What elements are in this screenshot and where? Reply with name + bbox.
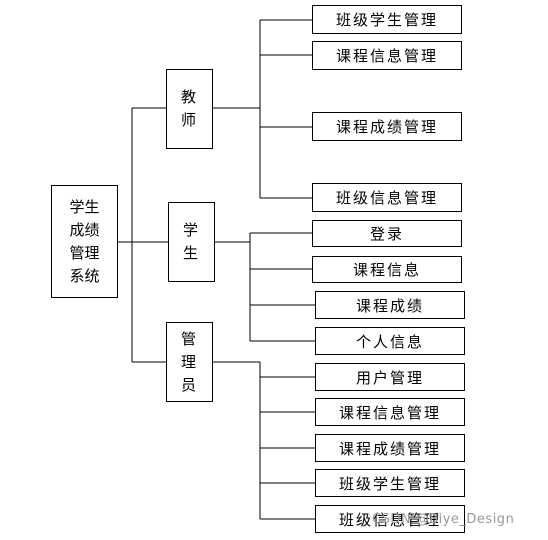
teacher-item-4: 班级信息管理 xyxy=(312,183,462,212)
admin-item-2: 课程信息管理 xyxy=(315,398,465,426)
admin-item-4: 班级学生管理 xyxy=(315,469,465,497)
root-label: 学生成绩管理系统 xyxy=(69,197,100,285)
admin-item-1: 用户管理 xyxy=(315,363,465,391)
student-item-3: 课程成绩 xyxy=(315,291,465,319)
role-node-student: 学生 xyxy=(168,202,215,282)
root-node: 学生成绩管理系统 xyxy=(51,185,118,298)
role-label-teacher: 教师 xyxy=(180,88,198,129)
role-label-admin: 管理员 xyxy=(180,329,198,394)
teacher-item-1: 班级学生管理 xyxy=(312,5,462,34)
role-label-student: 学生 xyxy=(182,221,200,262)
admin-item-3: 课程成绩管理 xyxy=(315,434,465,462)
student-item-4: 个人信息 xyxy=(315,327,465,355)
teacher-item-3: 课程成绩管理 xyxy=(312,112,462,141)
student-item-2: 课程信息 xyxy=(312,256,462,283)
teacher-item-2: 课程信息管理 xyxy=(312,41,462,70)
role-node-admin: 管理员 xyxy=(166,322,213,402)
student-item-1: 登录 xyxy=(312,220,462,247)
role-node-teacher: 教师 xyxy=(166,69,213,149)
admin-item-5: 班级信息管理 xyxy=(315,505,465,533)
watermark-text: CSDN @Biye_Design xyxy=(372,512,515,527)
